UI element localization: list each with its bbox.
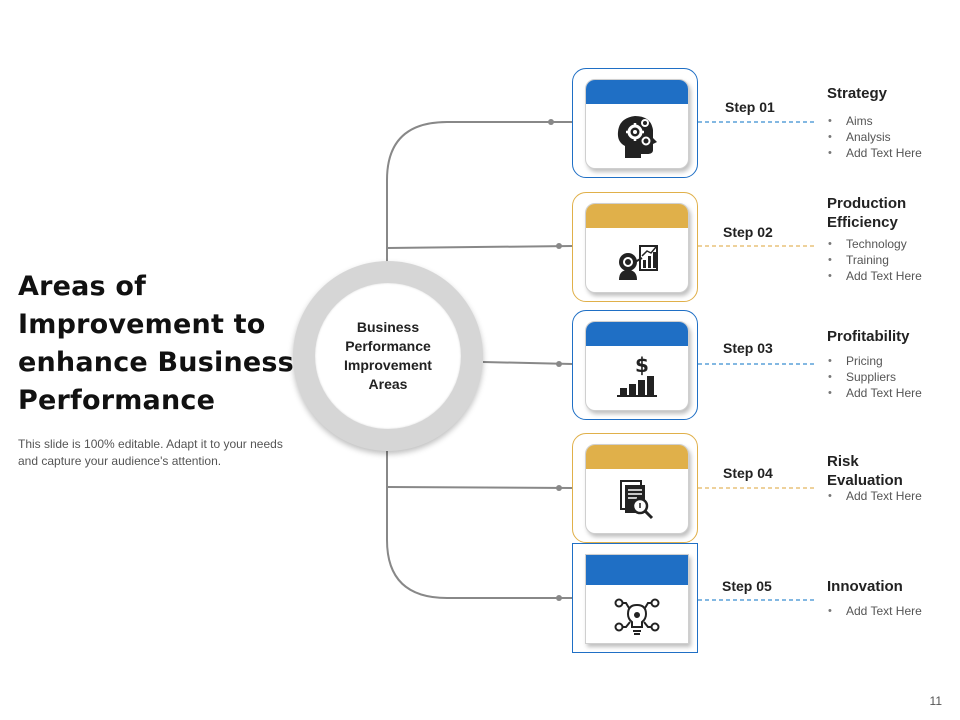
- connector-dot: [556, 361, 562, 367]
- connector-dot: [548, 119, 554, 125]
- step-04-card: [585, 444, 689, 534]
- card-header-band: [586, 322, 688, 346]
- step-04-card-frame: [572, 433, 698, 543]
- slide-subtitle: This slide is 100% editable. Adapt it to…: [18, 437, 283, 468]
- bullet-item: Suppliers: [828, 369, 922, 385]
- hub-line: Performance: [345, 338, 431, 354]
- category-title: Strategy: [827, 84, 957, 103]
- category-title-line: Production: [827, 195, 907, 212]
- category-title-line: Efficiency: [827, 214, 898, 231]
- head-gears-icon: [617, 116, 657, 158]
- step-01-card: [585, 79, 689, 169]
- bullet-item: Add Text Here: [828, 385, 922, 401]
- title-line: Areas of: [18, 271, 147, 302]
- step-03-card: $: [585, 321, 689, 411]
- bullet-item: Technology: [828, 236, 922, 252]
- bullet-list: Aims Analysis Add Text Here: [828, 113, 922, 161]
- step-label: Step 05: [722, 578, 772, 594]
- category-title-line: Evaluation: [827, 472, 903, 489]
- category-title: Production Efficiency: [827, 194, 957, 232]
- page-number: 11: [929, 694, 942, 708]
- connector-step-1: [386, 121, 572, 262]
- step-label: Step 04: [723, 465, 773, 481]
- step-label: Step 02: [723, 224, 773, 240]
- hub-line: Improvement: [344, 357, 432, 373]
- card-header-band: [586, 204, 688, 228]
- bullet-list: Pricing Suppliers Add Text Here: [828, 353, 922, 401]
- bullet-list: Add Text Here: [828, 488, 922, 504]
- hub-ring: Business Performance Improvement Areas: [293, 261, 483, 451]
- bullet-item: Add Text Here: [828, 603, 922, 619]
- title-line: Performance: [18, 385, 216, 416]
- step-05-card: [585, 554, 689, 644]
- title-line: enhance Business: [18, 347, 294, 378]
- step-03-card-frame: $: [572, 310, 698, 420]
- connector-dot: [556, 243, 562, 249]
- connector-dot: [556, 485, 562, 491]
- hub-line: Areas: [368, 376, 408, 392]
- category-title-line: Strategy: [827, 85, 888, 102]
- svg-text:$: $: [635, 353, 649, 377]
- category-title: Risk Evaluation: [827, 452, 957, 490]
- bullet-item: Aims: [828, 113, 922, 129]
- bullet-item: Add Text Here: [828, 145, 922, 161]
- bullet-item: Training: [828, 252, 922, 268]
- document-search-icon: [620, 480, 654, 520]
- category-title: Innovation: [827, 577, 957, 596]
- card-header-band: [586, 80, 688, 104]
- card-header-band: [586, 445, 688, 469]
- connector-step-4: [386, 486, 573, 489]
- connector-step-2: [386, 245, 573, 249]
- bullet-item: Analysis: [828, 129, 922, 145]
- card-header-band: [586, 555, 688, 585]
- bullet-item: Add Text Here: [828, 488, 922, 504]
- hub-line: Business: [356, 319, 420, 335]
- bullet-item: Add Text Here: [828, 268, 922, 284]
- connector-dot: [556, 595, 562, 601]
- category-title-line: Innovation: [827, 578, 903, 595]
- category-title-line: Risk: [827, 453, 859, 470]
- presenter-chart-icon: [619, 245, 658, 280]
- step-02-card-frame: [572, 192, 698, 302]
- category-title-line: Profitability: [827, 328, 910, 345]
- hub-label: Business Performance Improvement Areas: [315, 283, 461, 429]
- step-05-card-frame: [572, 543, 698, 653]
- step-01-card-frame: [572, 68, 698, 178]
- bullet-list: Add Text Here: [828, 603, 922, 619]
- step-02-card: [585, 203, 689, 293]
- bullet-item: Pricing: [828, 353, 922, 369]
- step-label: Step 01: [725, 99, 775, 115]
- bulb-gears-icon: [614, 598, 660, 635]
- dollar-growth-icon: $: [617, 353, 657, 397]
- category-title: Profitability: [827, 327, 957, 346]
- step-label: Step 03: [723, 340, 773, 356]
- connector-step-5: [386, 450, 572, 599]
- title-line: Improvement to: [18, 309, 266, 340]
- slide-title: Areas of Improvement to enhance Business…: [18, 268, 294, 420]
- bullet-list: Technology Training Add Text Here: [828, 236, 922, 284]
